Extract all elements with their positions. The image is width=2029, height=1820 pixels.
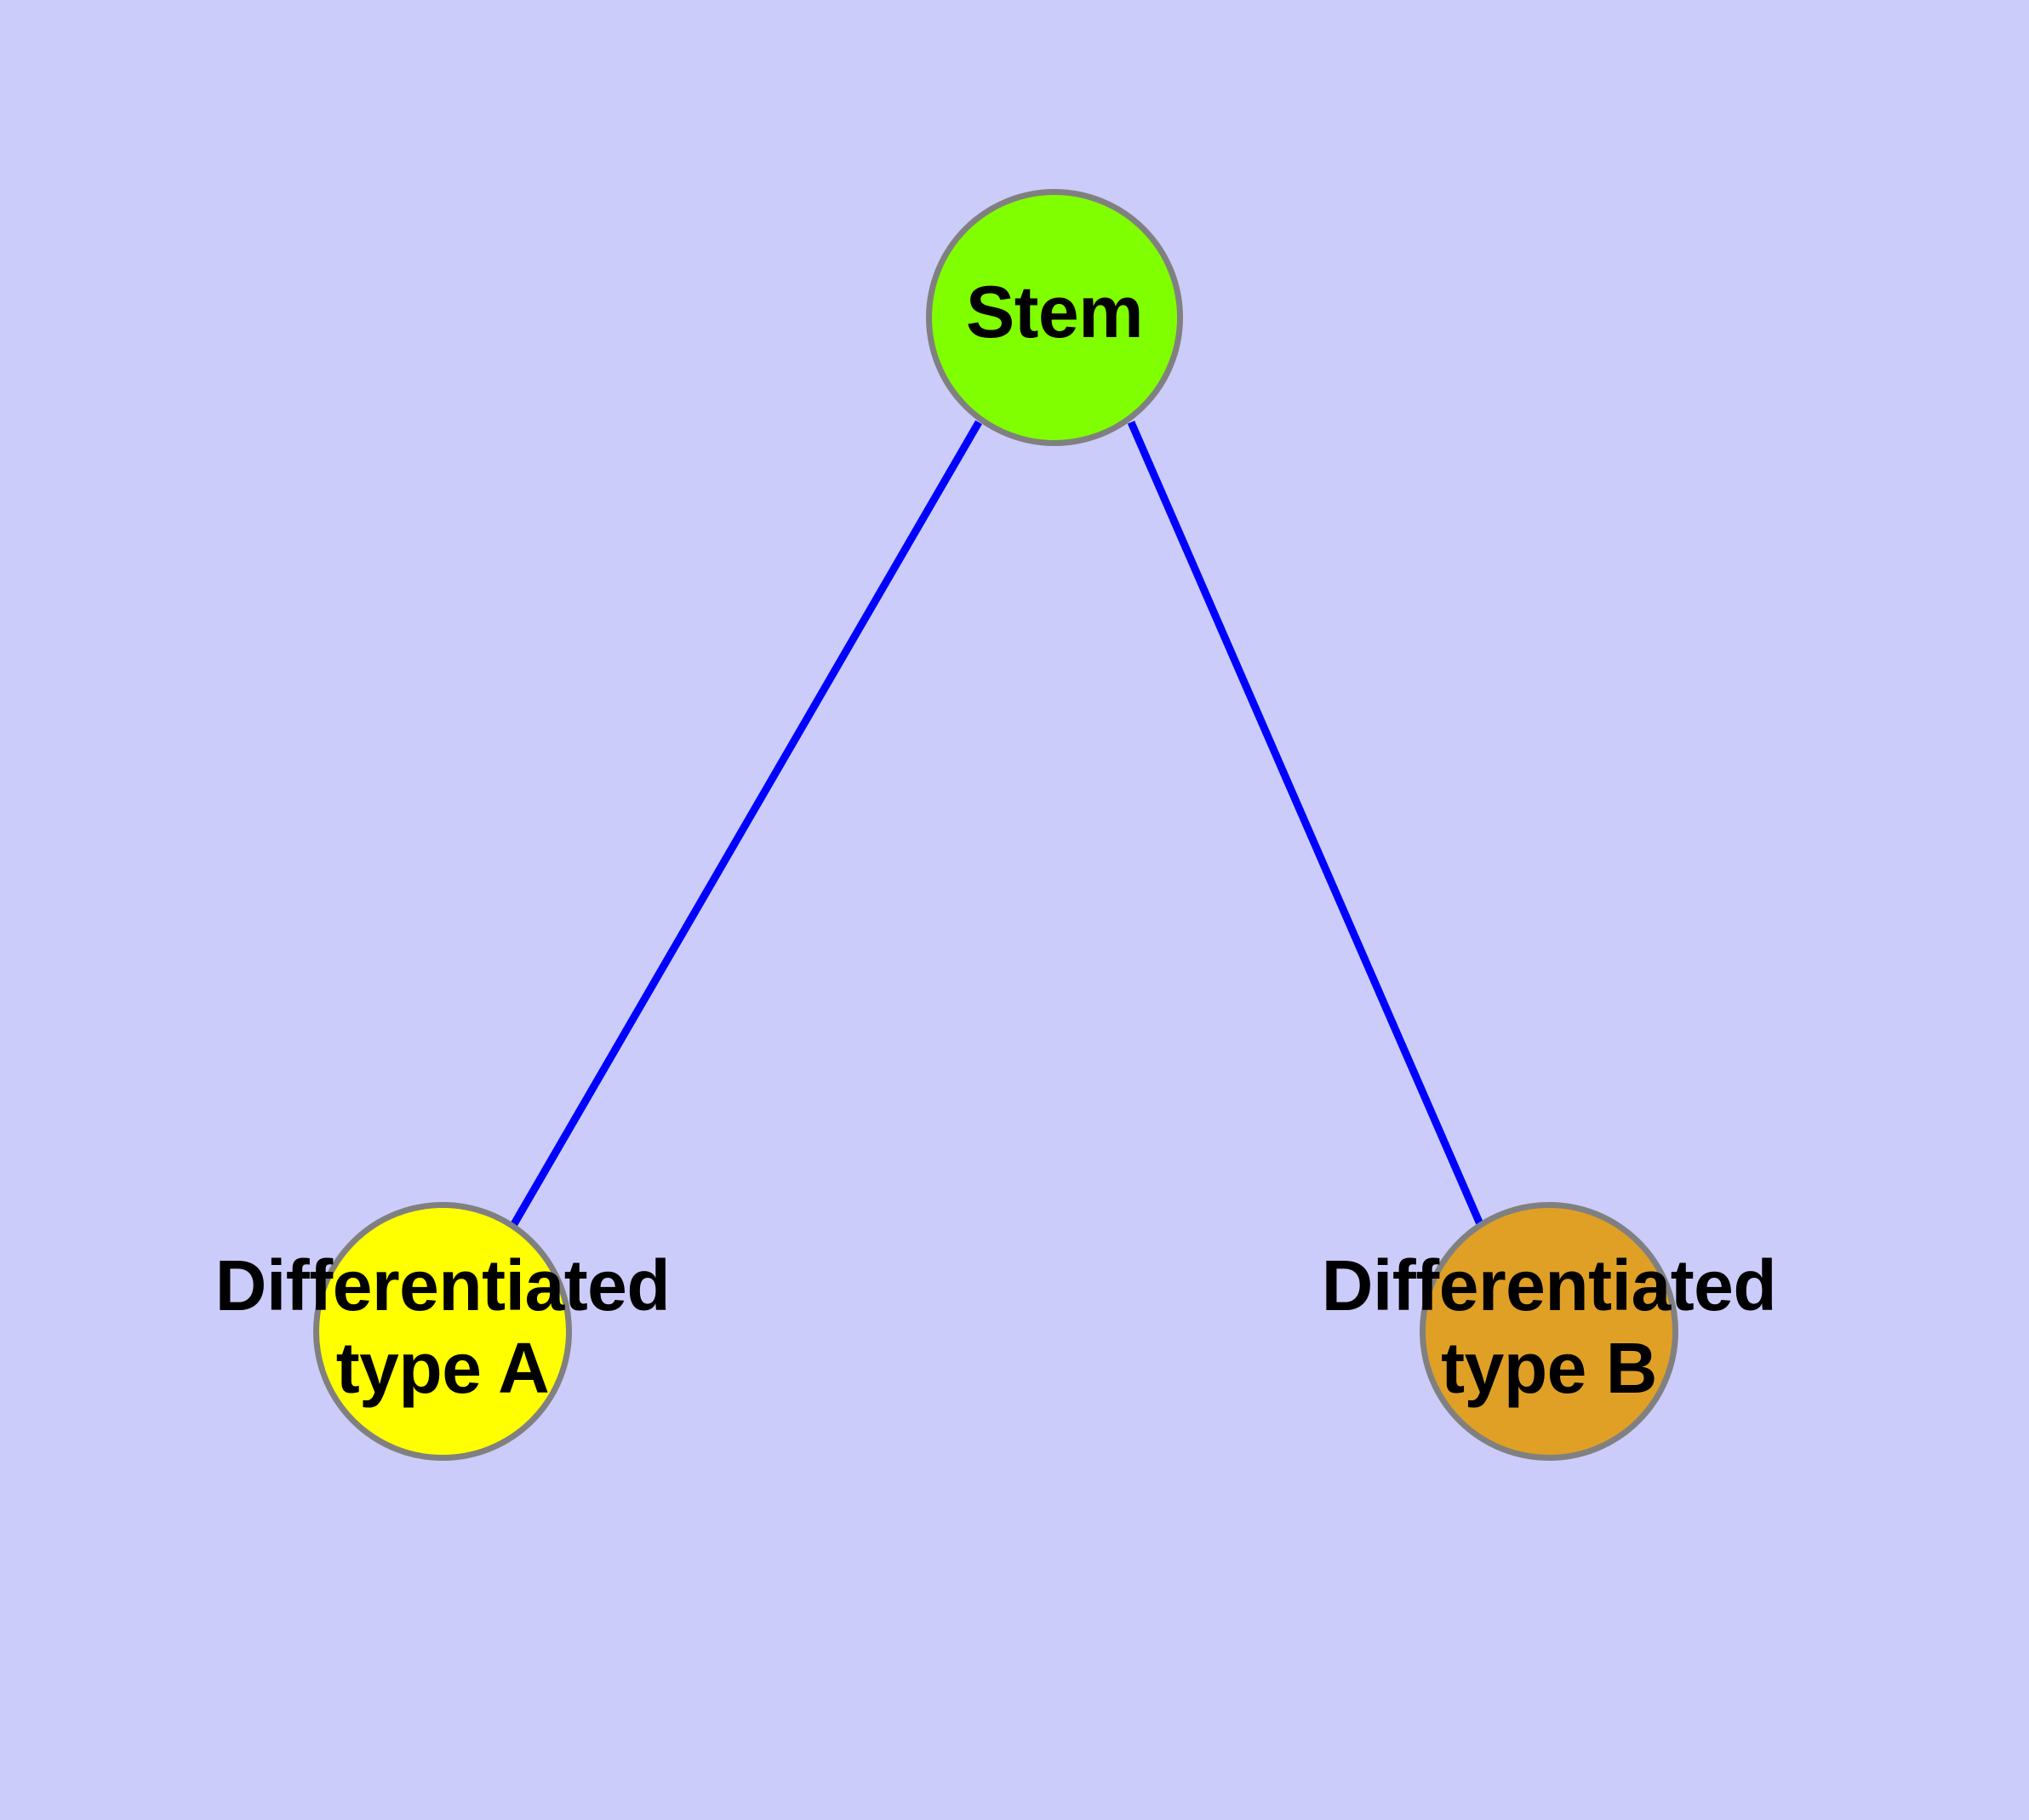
node-stem[interactable]: [926, 189, 1183, 446]
node-label-differentiated-type-a: Differentiated type A: [214, 1245, 671, 1409]
node-differentiated-type-b[interactable]: [1420, 1202, 1678, 1461]
edge-stem-to-differentiated-type-b: [1127, 421, 1484, 1226]
node-differentiated-type-a[interactable]: [313, 1202, 572, 1461]
edge-stem-to-differentiated-type-a: [511, 420, 982, 1227]
node-label-stem: Stem: [965, 272, 1144, 353]
node-label-differentiated-type-b: Differentiated type B: [1321, 1245, 1777, 1409]
